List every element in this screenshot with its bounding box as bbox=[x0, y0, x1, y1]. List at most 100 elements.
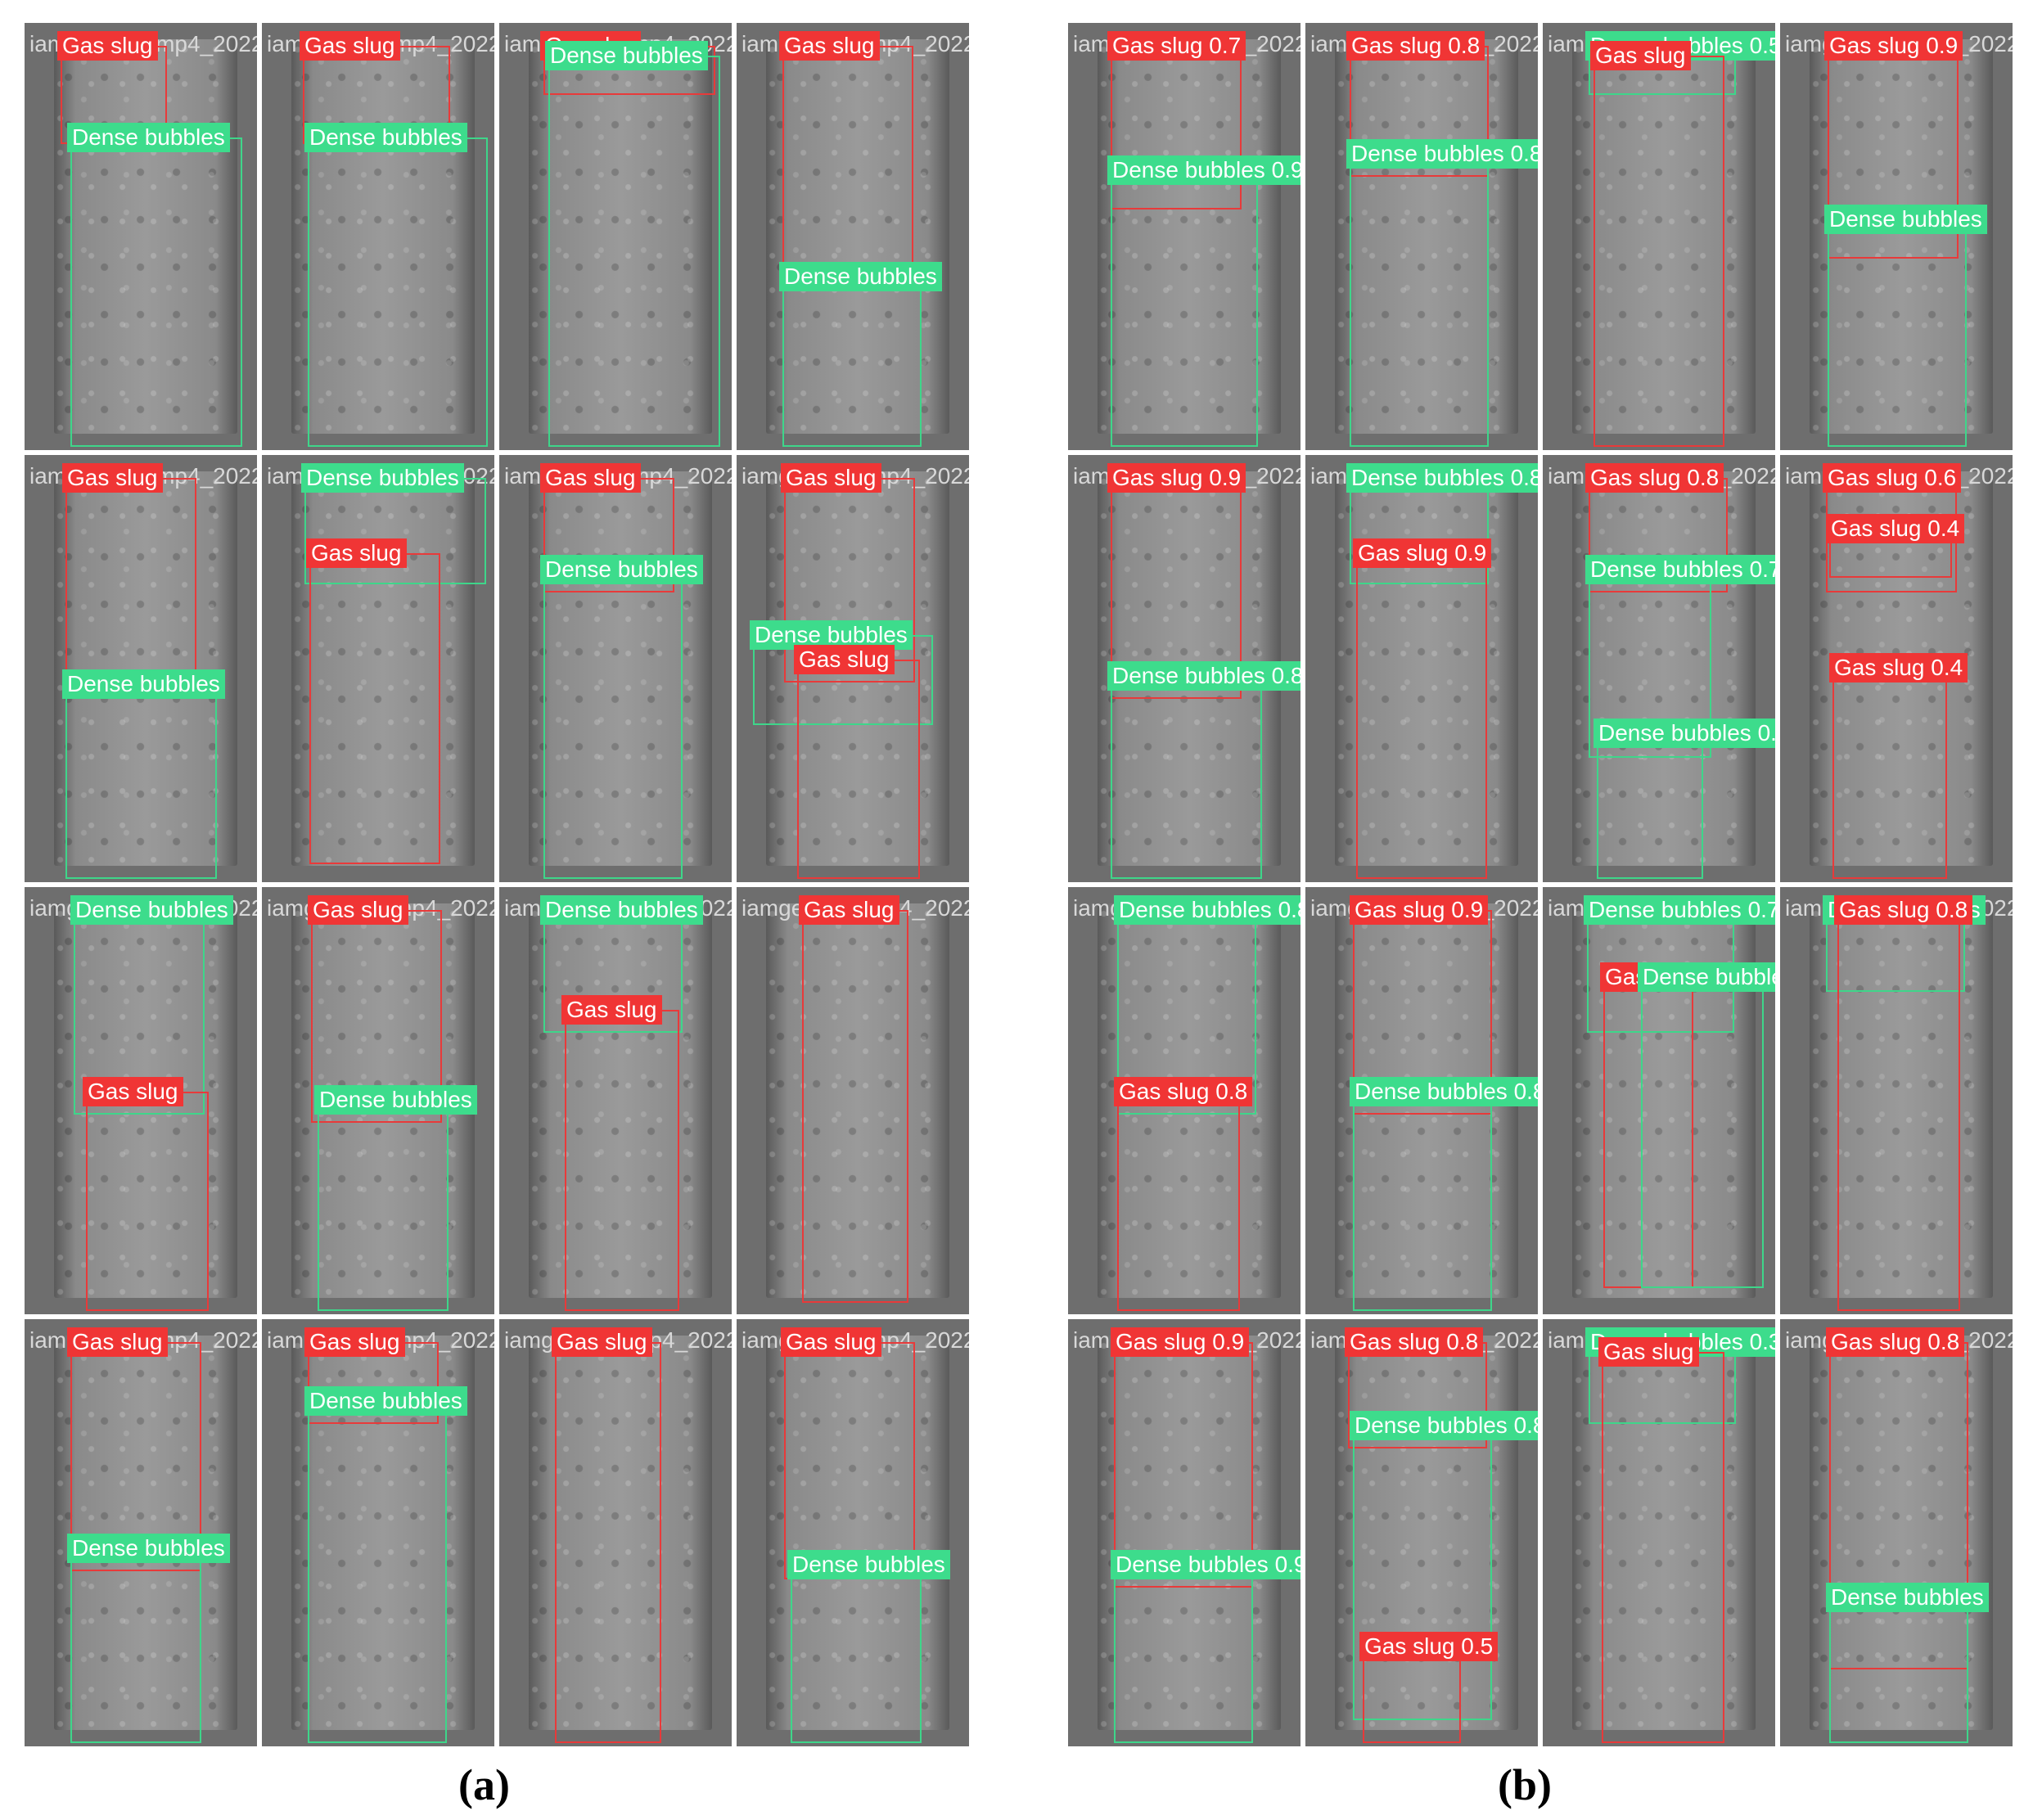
gas-slug-label: Gas slug bbox=[1590, 41, 1691, 70]
pipe-flow-frame bbox=[529, 1336, 712, 1730]
gas-slug-box bbox=[1593, 56, 1724, 447]
gas-slug-label: Gas slug bbox=[781, 463, 881, 493]
pipe-flow-frame bbox=[1098, 39, 1281, 434]
gas-slug-box bbox=[1837, 910, 1960, 1311]
dense-bubbles-label: Dense bubbles bbox=[314, 1085, 477, 1115]
frame-cell: iamge_data.mp4_20221214_112657Dense bubb… bbox=[1543, 23, 1775, 450]
dense-bubbles-label: Dense bubbles bbox=[1824, 205, 1987, 234]
pipe-flow-frame bbox=[54, 1336, 237, 1730]
dense-bubbles-label: Dense bubbles bbox=[779, 262, 942, 291]
frame-cell: iamge_data.mp4_20221214_112657Gas slug 0… bbox=[1780, 23, 2013, 450]
pipe-flow-frame bbox=[1810, 39, 1993, 434]
dense-bubbles-label: Dense bubbles 0.3 bbox=[1593, 719, 1775, 748]
gas-slug-label: Gas slug 0.9 bbox=[1107, 463, 1246, 493]
dense-bubbles-box bbox=[1641, 977, 1764, 1288]
gas-slug-label: Gas slug bbox=[561, 995, 662, 1025]
dense-bubbles-label: Dense bubbles 0.3 bbox=[1638, 962, 1775, 992]
gas-slug-label: Gas slug 0.4 bbox=[1829, 653, 1968, 682]
frame-cell: iamge_data.mp4_20221214_112657Gas slug bbox=[499, 1319, 732, 1746]
pipe-flow-frame bbox=[1098, 1336, 1281, 1730]
pipe-flow-frame bbox=[1810, 1336, 1993, 1730]
gas-slug-label: Gas slug bbox=[300, 31, 400, 61]
pipe-flow-frame bbox=[1810, 903, 1993, 1298]
frame-cell: iamge_data.mp4_20221214_112657Gas slugDe… bbox=[25, 455, 257, 882]
gas-slug-box bbox=[1832, 668, 1947, 879]
dense-bubbles-box bbox=[308, 137, 488, 447]
dense-bubbles-box bbox=[782, 277, 922, 447]
pipe-flow-frame bbox=[529, 39, 712, 434]
frame-cell: iamge_data.mp4_20221214_112657Dense bubb… bbox=[1780, 887, 2013, 1314]
gas-slug-label: Gas slug bbox=[781, 1327, 881, 1357]
dense-bubbles-label: Dense bubbles bbox=[545, 41, 708, 70]
frame-cell: iamge_data.mp4_20221214_112657Dense bubb… bbox=[25, 887, 257, 1314]
dense-bubbles-box bbox=[791, 1565, 922, 1743]
gas-slug-label: Gas slug bbox=[540, 463, 641, 493]
gas-slug-label: Gas slug 0.6 bbox=[1823, 463, 1962, 493]
gas-slug-label: Gas slug 0.8 bbox=[1834, 895, 1973, 925]
gas-slug-label: Gas slug 0.7 bbox=[1107, 31, 1246, 61]
dense-bubbles-label: Dense bubbles bbox=[304, 1386, 467, 1416]
gas-slug-label: Gas slug bbox=[794, 645, 895, 674]
pipe-flow-frame bbox=[766, 39, 949, 434]
gas-slug-label: Gas slug bbox=[799, 895, 899, 925]
gas-slug-box bbox=[797, 660, 920, 879]
dense-bubbles-box bbox=[1114, 1565, 1253, 1743]
dense-bubbles-label: Dense bubbles bbox=[750, 620, 913, 650]
gas-slug-box bbox=[565, 1010, 679, 1311]
gas-slug-label: Gas slug bbox=[779, 31, 880, 61]
gas-slug-box bbox=[802, 910, 908, 1303]
frame-cell: iamge_data.mp4_20221214_112657Gas slugDe… bbox=[499, 23, 732, 450]
gas-slug-box bbox=[309, 553, 440, 864]
frame-cell: iamge_data.mp4_20221214_112657Gas slugDe… bbox=[25, 23, 257, 450]
dense-bubbles-box bbox=[543, 570, 683, 879]
dense-bubbles-box bbox=[1353, 1092, 1492, 1311]
dense-bubbles-label: Dense bubbles bbox=[540, 555, 703, 584]
dense-bubbles-label: Dense bubbles bbox=[67, 1534, 230, 1563]
frame-cell: iamge_data.mp4_20221214_112657Gas slug 0… bbox=[1068, 455, 1300, 882]
frame-cell: iamge_data.mp4_20221214_112657Gas slugDe… bbox=[262, 887, 494, 1314]
gas-slug-box bbox=[1356, 553, 1487, 879]
gas-slug-label: Gas slug 0.9 bbox=[1111, 1327, 1250, 1357]
gas-slug-label: Gas slug 0.9 bbox=[1353, 538, 1492, 568]
dense-bubbles-label: Dense bubbles 0.9 bbox=[1111, 1550, 1300, 1579]
dense-bubbles-box bbox=[70, 137, 242, 447]
dense-bubbles-box bbox=[1828, 219, 1967, 447]
dense-bubbles-label: Dense bubbles 0.8 bbox=[1350, 1077, 1538, 1106]
panel-a: iamge_data.mp4_20221214_112657Gas slugDe… bbox=[25, 23, 969, 1746]
dense-bubbles-box bbox=[1111, 170, 1258, 447]
gas-slug-label: Gas slug bbox=[67, 1327, 168, 1357]
frame-cell: iamge_data.mp4_20221214_112657Gas slugDe… bbox=[262, 1319, 494, 1746]
dense-bubbles-label: Dense bubbles 0.8 bbox=[1350, 1411, 1538, 1440]
gas-slug-box bbox=[1602, 1352, 1724, 1743]
gas-slug-label: Gas slug 0.4 bbox=[1826, 514, 1965, 543]
frame-cell: iamge_data.mp4_20221214_112657Gas slug 0… bbox=[1780, 1319, 2013, 1746]
dense-bubbles-box bbox=[308, 1401, 447, 1743]
frame-cell: iamge_data.mp4_20221214_112657Dense bubb… bbox=[1543, 887, 1775, 1314]
dense-bubbles-label: Dense bubbles bbox=[67, 123, 230, 152]
caption-a: (a) bbox=[458, 1760, 510, 1809]
dense-bubbles-box bbox=[65, 684, 217, 879]
dense-bubbles-label: Dense bubbles bbox=[70, 895, 233, 925]
dense-bubbles-label: Dense bubbles 0.8 bbox=[1346, 463, 1538, 493]
dense-bubbles-label: Dense bubbles bbox=[301, 463, 464, 493]
gas-slug-label: Gas slug bbox=[57, 31, 158, 61]
gas-slug-box bbox=[555, 1342, 661, 1743]
gas-slug-label: Gas slug bbox=[308, 895, 408, 925]
pipe-flow-frame bbox=[1335, 1336, 1518, 1730]
pipe-flow-frame bbox=[766, 1336, 949, 1730]
dense-bubbles-label: Dense bubbles 0.9 bbox=[1107, 155, 1300, 185]
pipe-flow-frame bbox=[291, 471, 475, 866]
gas-slug-label: Gas slug 0.8 bbox=[1826, 1327, 1965, 1357]
gas-slug-label: Gas slug 0.8 bbox=[1585, 463, 1724, 493]
pipe-flow-frame bbox=[766, 903, 949, 1298]
dense-bubbles-label: Dense bubbles 0.8 bbox=[1346, 139, 1538, 169]
dense-bubbles-box bbox=[318, 1100, 449, 1311]
dense-bubbles-box bbox=[1829, 1597, 1968, 1743]
dense-bubbles-label: Dense bubbles bbox=[540, 895, 703, 925]
dense-bubbles-label: Dense bubbles 0.8 bbox=[1114, 895, 1300, 925]
dense-bubbles-box bbox=[70, 1548, 201, 1743]
frame-cell: iamge_data.mp4_20221214_112657Dense bubb… bbox=[1305, 455, 1538, 882]
frame-cell: iamge_data.mp4_20221214_112657Gas slug 0… bbox=[1305, 23, 1538, 450]
gas-slug-label: Gas slug 0.5 bbox=[1359, 1632, 1499, 1661]
dense-bubbles-box bbox=[548, 56, 720, 447]
